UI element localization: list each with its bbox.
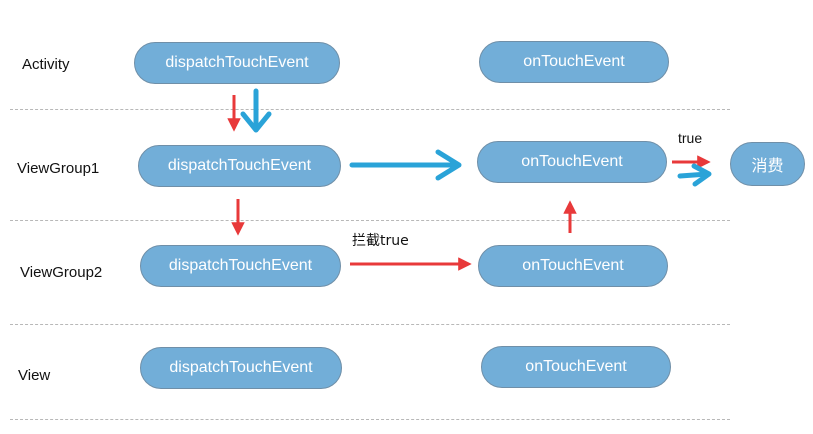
edge-label-true: true <box>678 130 703 146</box>
row-label-viewgroup2: ViewGroup2 <box>20 264 103 281</box>
blue-arrow-activity-to-vg1 <box>240 88 272 133</box>
viewgroup1-dispatch-node: dispatchTouchEvent <box>138 145 341 187</box>
viewgroup2-dispatch-node: dispatchTouchEvent <box>140 245 341 287</box>
row-label-activity: Activity <box>22 56 70 73</box>
divider-2 <box>10 220 730 221</box>
divider-1 <box>10 109 730 110</box>
activity-ontouch-node: onTouchEvent <box>479 41 669 83</box>
consume-node: 消费 <box>730 142 805 186</box>
divider-4 <box>10 419 730 420</box>
divider-3 <box>10 324 730 325</box>
row-label-view: View <box>18 367 51 384</box>
blue-arrow-vg1-to-vg1-ontouch <box>349 149 462 181</box>
row-label-viewgroup1: ViewGroup1 <box>17 160 100 177</box>
blue-arrow-to-consume <box>677 163 712 187</box>
view-dispatch-node: dispatchTouchEvent <box>140 347 342 389</box>
viewgroup2-ontouch-node: onTouchEvent <box>478 245 668 287</box>
activity-dispatch-node: dispatchTouchEvent <box>134 42 340 84</box>
view-ontouch-node: onTouchEvent <box>481 346 671 388</box>
edge-label-intercept-true: 拦截true <box>352 233 409 249</box>
viewgroup1-ontouch-node: onTouchEvent <box>477 141 667 183</box>
